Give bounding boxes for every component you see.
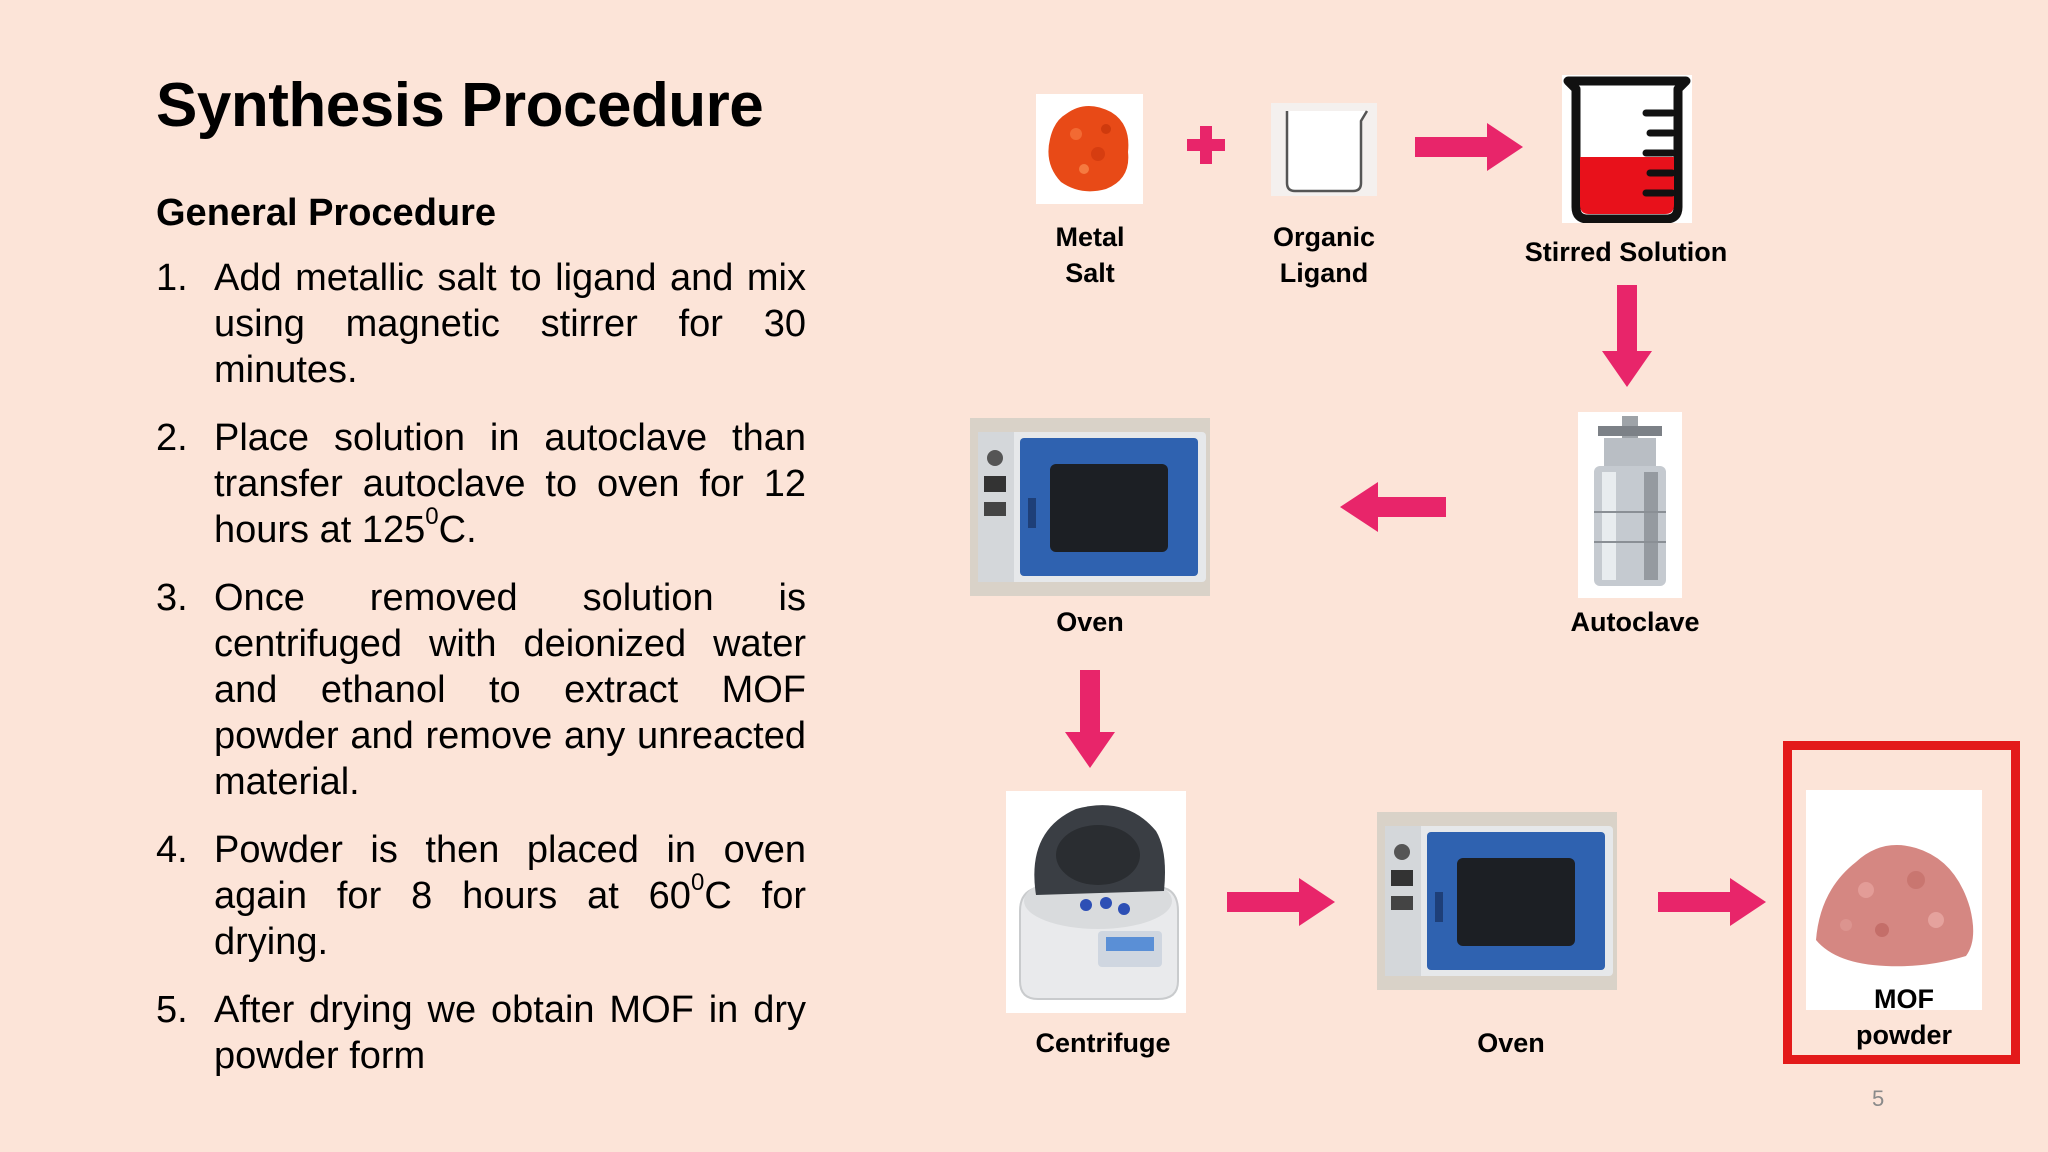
organic-ligand-label: Organic Ligand (1259, 219, 1389, 291)
step-text-end: C for drying. (214, 875, 806, 963)
result-highlight-box (1783, 741, 2020, 1064)
step-item: 5. After drying we obtain MOF in dry pow… (156, 987, 806, 1079)
oven-image (1377, 812, 1617, 990)
section-subtitle: General Procedure (156, 192, 497, 234)
arrow-right-icon (1227, 878, 1335, 926)
mof-powder-label: MOF powder (1829, 981, 1979, 1053)
step-text: Once removed solution is centrifuged wit… (214, 577, 806, 803)
step-text: Add metallic salt to ligand and mix usin… (214, 257, 806, 391)
procedure-steps: 1. Add metallic salt to ligand and mix u… (156, 255, 806, 1101)
label-line: Metal (1055, 222, 1125, 252)
page-number: 5 (1872, 1086, 1885, 1111)
oven-label-1: Oven (1056, 607, 1124, 637)
oven-image (970, 418, 1210, 596)
step-item: 1. Add metallic salt to ligand and mix u… (156, 255, 806, 393)
label-line: Organic (1272, 222, 1376, 252)
slide-title: Synthesis Procedure (156, 71, 764, 140)
label-line: Salt (1065, 258, 1115, 288)
superscript: 0 (425, 503, 439, 531)
step-number: 1. (156, 257, 188, 299)
metal-salt-image (1036, 94, 1143, 204)
label-line: Ligand (1279, 258, 1369, 288)
centrifuge-label: Centrifuge (1035, 1028, 1171, 1058)
autoclave-label: Autoclave (1570, 607, 1700, 637)
step-number: 2. (156, 417, 188, 459)
oven-label-2: Oven (1477, 1028, 1545, 1058)
centrifuge-image (1006, 791, 1186, 1013)
mof-powder-image (1806, 790, 1982, 1010)
step-text-end: C. (438, 509, 477, 551)
step-text: After drying we obtain MOF in dry powder… (214, 989, 806, 1077)
arrow-down-icon (1602, 285, 1652, 387)
stirred-solution-beaker-image (1562, 75, 1692, 223)
step-number: 3. (156, 577, 188, 619)
arrow-down-icon (1065, 670, 1115, 768)
metal-salt-label: Metal Salt (1040, 219, 1140, 291)
autoclave-image (1578, 412, 1682, 598)
step-number: 5. (156, 989, 188, 1031)
step-number: 4. (156, 829, 188, 871)
arrow-left-icon (1340, 482, 1446, 532)
label-line: powder (1855, 1020, 1952, 1050)
superscript: 0 (690, 869, 705, 897)
arrow-right-icon (1415, 123, 1523, 171)
label-line: MOF (1874, 984, 1934, 1014)
step-item: 2. Place solution in autoclave than tran… (156, 415, 806, 553)
step-item: 3. Once removed solution is centrifuged … (156, 575, 806, 805)
step-item: 4. Powder is then placed in oven again f… (156, 827, 806, 965)
plus-icon (1187, 126, 1225, 164)
arrow-right-icon (1658, 878, 1766, 926)
step-text: Powder is then placed in oven again for … (214, 829, 806, 917)
organic-ligand-image (1271, 103, 1377, 196)
stirred-solution-label: Stirred Solution (1524, 237, 1728, 267)
step-text: Place solution in autoclave than transfe… (214, 417, 806, 551)
